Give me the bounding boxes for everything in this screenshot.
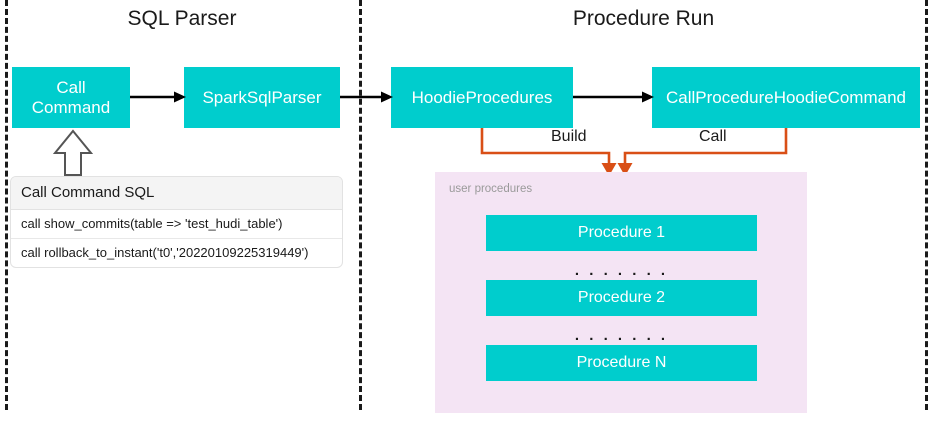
call-command-sql-panel: Call Command SQL call show_commits(table…: [10, 176, 343, 268]
section-title-procedure-run: Procedure Run: [572, 7, 715, 30]
hollow-up-arrow-icon: [52, 129, 94, 177]
call-command-sql-row: call show_commits(table => 'test_hudi_ta…: [11, 210, 342, 239]
separator-right: [925, 0, 928, 410]
procedure-item[interactable]: Procedure 2: [486, 280, 757, 316]
ellipsis-divider: . . . . . . .: [574, 327, 669, 344]
node-hoodie-procedures[interactable]: HoodieProcedures: [391, 67, 573, 128]
user-procedures-label: user procedures: [449, 183, 533, 195]
node-spark-sql-parser[interactable]: SparkSqlParser: [184, 67, 340, 128]
node-call-command-line2: Command: [31, 97, 111, 117]
node-hoodie-procedures-label: HoodieProcedures: [411, 87, 553, 107]
edge-label-call: Call: [693, 128, 733, 146]
arrow-hoodie-procedures-to-call-procedure-hoodie-command: [573, 91, 654, 103]
node-call-procedure-hoodie-command-label: CallProcedureHoodieCommand: [665, 87, 906, 107]
node-call-procedure-hoodie-command[interactable]: CallProcedureHoodieCommand: [652, 67, 920, 128]
call-command-sql-row: call rollback_to_instant('t0','202201092…: [21, 245, 309, 260]
node-spark-sql-parser-label: SparkSqlParser: [202, 87, 322, 107]
procedure-item[interactable]: Procedure 1: [486, 215, 757, 251]
separator-left: [5, 0, 8, 410]
separator-middle: [359, 0, 362, 410]
procedure-item-label: Procedure 2: [577, 289, 666, 306]
procedure-item-label: Procedure 1: [577, 224, 666, 241]
procedure-item[interactable]: Procedure N: [486, 345, 757, 381]
arrow-call-command-to-spark-sql-parser: [130, 91, 186, 103]
call-command-sql-header: Call Command SQL: [11, 177, 342, 210]
node-call-command-line1: Call: [56, 78, 86, 98]
edge-label-build: Build: [545, 128, 593, 146]
arrow-spark-sql-parser-to-hoodie-procedures: [340, 91, 393, 103]
procedure-item-label: Procedure N: [576, 354, 667, 371]
node-call-command[interactable]: Call Command: [12, 67, 130, 128]
ellipsis-divider: . . . . . . .: [574, 262, 669, 279]
section-title-sql-parser: SQL Parser: [127, 7, 237, 30]
user-procedures-panel: user procedures Procedure 1 . . . . . . …: [435, 172, 807, 413]
